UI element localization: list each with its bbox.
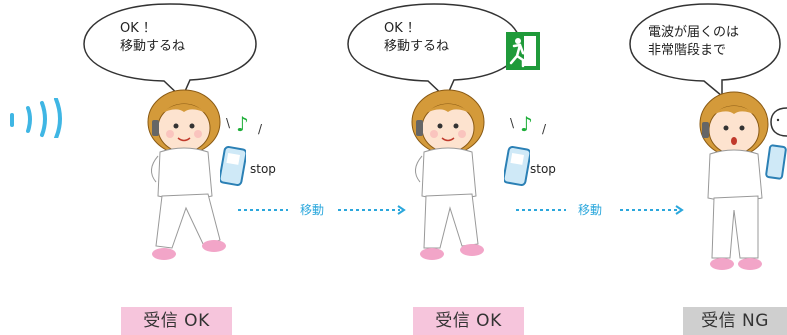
- transition-arrow-1: [238, 205, 406, 215]
- stop-label: stop: [250, 162, 276, 176]
- stop-label: stop: [530, 162, 556, 176]
- handheld-terminal-icon: [220, 146, 246, 186]
- transition-label-2: 移動: [578, 203, 603, 217]
- scene-2: OK ！ 移動するね ♪ \ / stop: [344, 0, 556, 300]
- bubble-line-1: OK ！: [384, 21, 420, 36]
- status-badge: 受信 NG: [683, 307, 787, 335]
- bubble-line-2: 非常階段まで: [648, 43, 727, 58]
- bubble-line-2: 移動するね: [120, 39, 186, 54]
- sound-lines: /: [542, 122, 547, 136]
- sound-lines: \: [226, 116, 231, 130]
- handheld-terminal-icon: [504, 146, 530, 186]
- music-note-icon: ♪: [236, 112, 249, 136]
- bubble-line-2: 移動するね: [384, 39, 450, 54]
- bubble-line-1: OK ！: [120, 21, 156, 36]
- sound-lines: \: [510, 116, 515, 130]
- music-note-icon: ♪: [520, 112, 533, 136]
- nurse-figure: [699, 91, 787, 270]
- nurse-figure: [411, 89, 485, 260]
- nurse-figure: [147, 89, 226, 260]
- transition-arrow-2: [516, 205, 684, 215]
- thought-bubble: [770, 107, 787, 137]
- bubble-line-1: 電波が届くのは: [648, 25, 740, 40]
- signal-waves-icon: [10, 98, 62, 138]
- transition-label-1: 移動: [300, 203, 325, 217]
- emergency-exit-icon: [506, 32, 540, 70]
- status-badge: 受信 OK: [413, 307, 524, 335]
- speech-bubble: [83, 3, 257, 98]
- speech-bubble: [347, 3, 521, 98]
- status-badge: 受信 OK: [121, 307, 232, 335]
- scene-1: OK ！ 移動するね ♪ \ / stop: [80, 0, 280, 300]
- scene-3: 電波が届くのは 非常階段まで: [626, 0, 787, 300]
- speech-bubble: [629, 3, 781, 98]
- sound-lines: /: [258, 122, 263, 136]
